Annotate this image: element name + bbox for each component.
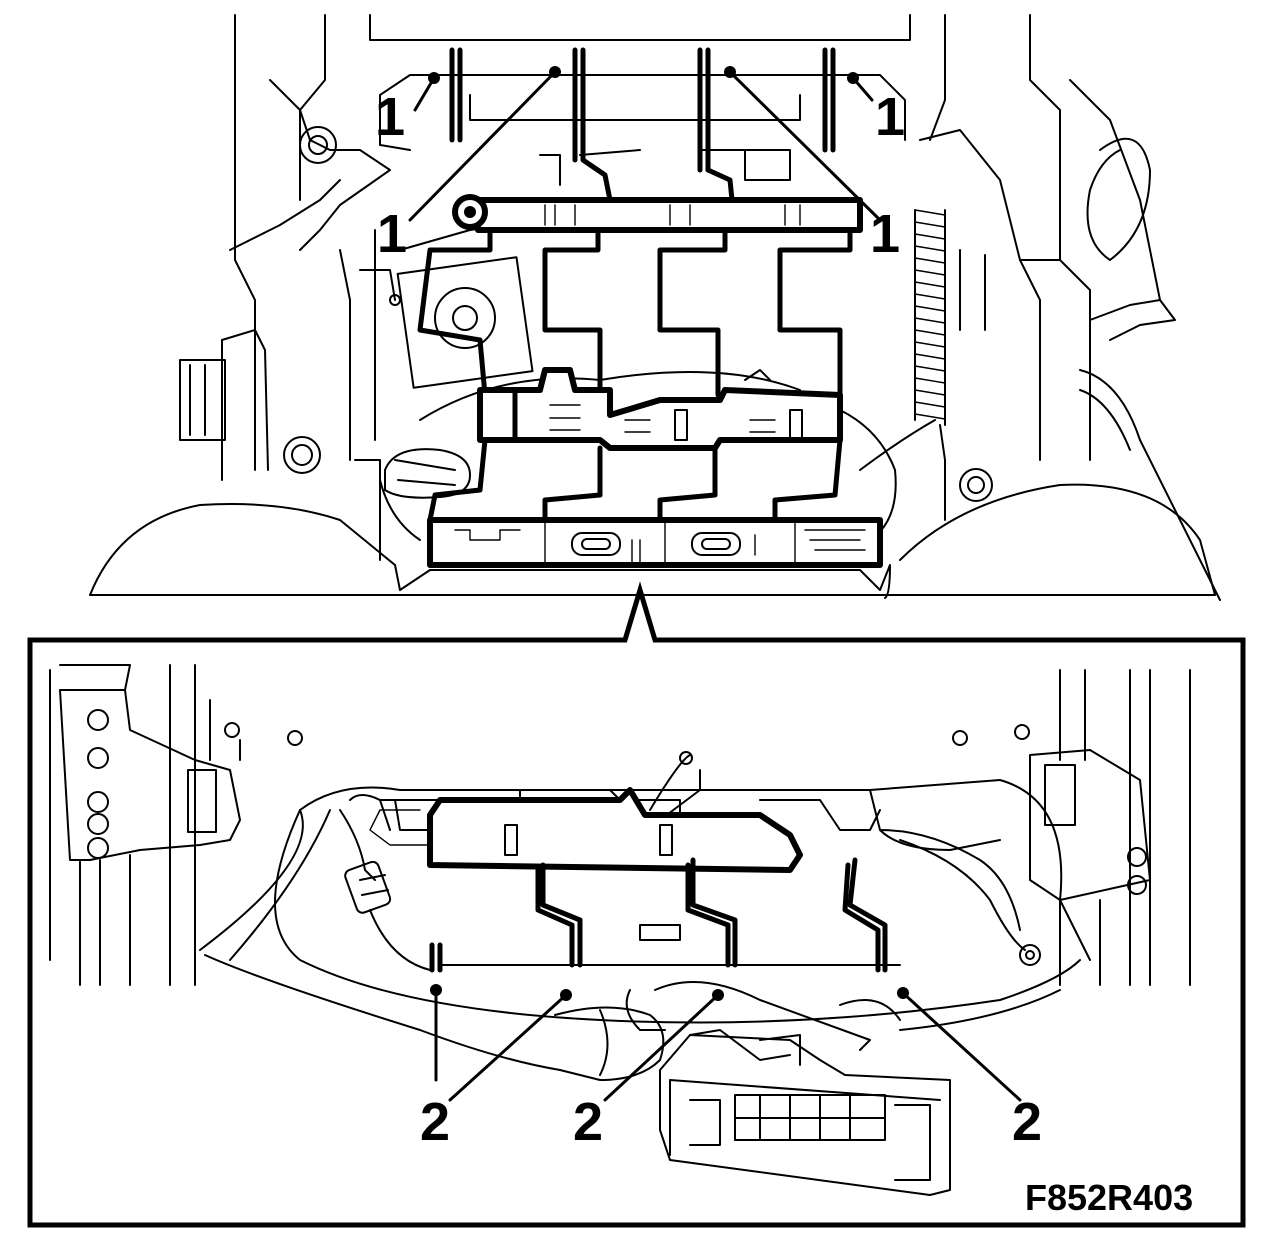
callout-2-leaders bbox=[430, 984, 1022, 1102]
callout-2-mid: 2 bbox=[573, 1092, 603, 1152]
detail-wire-frame bbox=[369, 787, 901, 973]
callout-1-top-left: 1 bbox=[375, 87, 405, 147]
multi-pin-connector bbox=[659, 1029, 951, 1196]
wire-frame-assembly bbox=[417, 47, 883, 568]
figure-code: F852R403 bbox=[1025, 1177, 1193, 1218]
callout-1-top-right: 1 bbox=[875, 87, 905, 147]
seat-frame-background bbox=[89, 14, 1221, 601]
callout-1-mid-right: 1 bbox=[870, 204, 900, 264]
callout-1-mid-left: 1 bbox=[377, 204, 407, 264]
spring-coil bbox=[914, 209, 946, 521]
callout-1-leaders bbox=[408, 66, 882, 222]
detail-inset-frame bbox=[27, 581, 1246, 1228]
callout-2-right: 2 bbox=[1012, 1092, 1042, 1152]
callout-2-left: 2 bbox=[420, 1092, 450, 1152]
